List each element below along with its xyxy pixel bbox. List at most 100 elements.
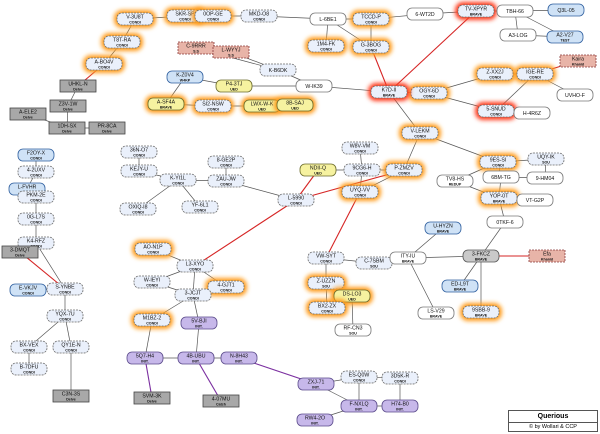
system-node[interactable]: 9-HM04 [526,171,564,185]
system-node[interactable]: L-6BE1 [309,12,347,26]
system-node[interactable]: 6-WT2D [406,7,444,21]
system-node[interactable]: K-B6DK [259,63,297,77]
system-node[interactable]: 0TKF-6 [486,215,524,229]
system-node[interactable]: VT-G2P [516,193,554,207]
system-node[interactable]: W-IK39 [295,79,333,93]
system-node[interactable]: Q3L-05 [547,3,585,17]
system-node[interactable]: TBH-66 [496,4,534,18]
system-node[interactable]: H-4R6Z [513,106,551,120]
system-node[interactable]: UVHO-F [556,88,594,102]
system-node[interactable]: 6BM-TG [482,170,520,184]
system-node[interactable]: A3-LOG [499,28,537,42]
